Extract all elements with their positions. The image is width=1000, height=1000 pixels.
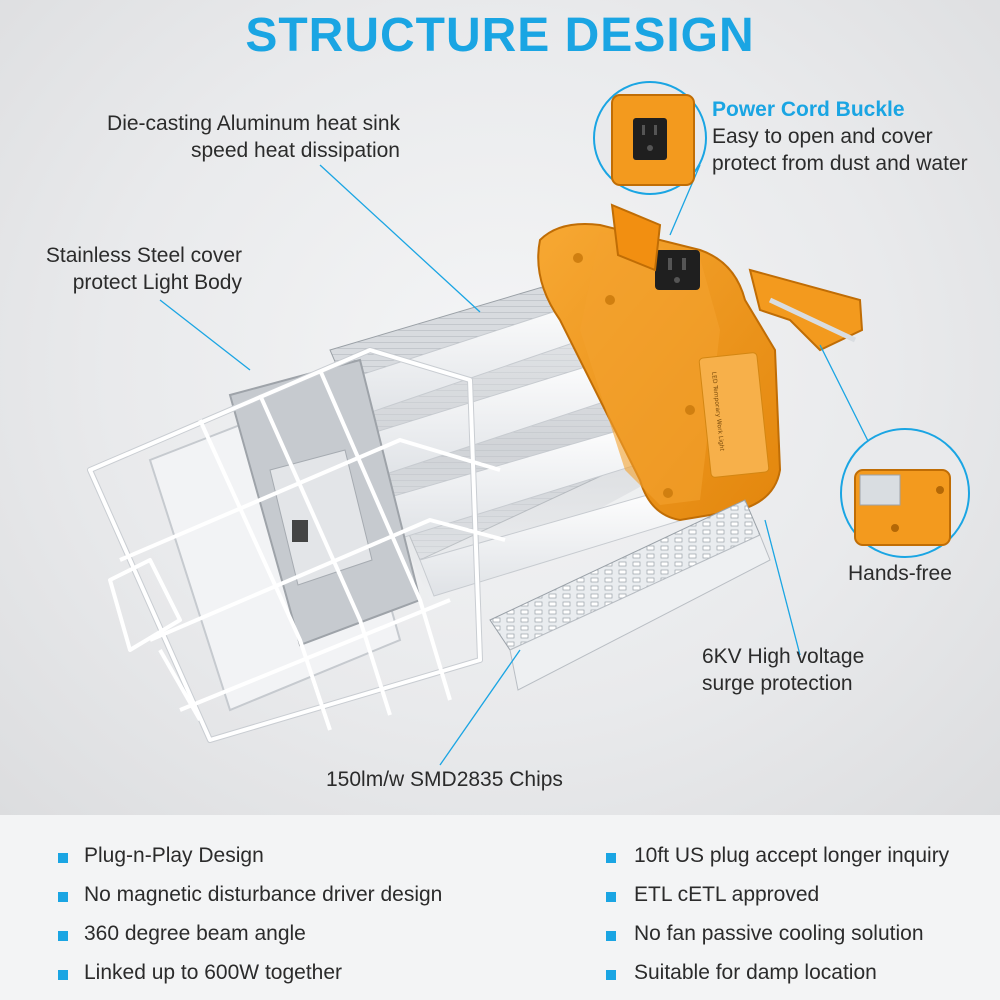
surge-line-2: surge protection: [702, 672, 853, 695]
cover-line-2: protect Light Body: [72, 271, 242, 294]
chips-label: 150lm/w SMD2835 Chips: [326, 768, 563, 791]
bullet-square-icon: [58, 970, 68, 980]
heat-sink-line-2: speed heat dissipation: [191, 139, 400, 162]
feature-left-2: No magnetic disturbance driver design: [84, 883, 443, 906]
buckle-line-2: protect from dust and water: [712, 152, 968, 175]
outlet-detail-icon: [593, 81, 707, 195]
hook-detail-icon: [840, 428, 970, 558]
feature-right-1: 10ft US plug accept longer inquiry: [634, 844, 950, 867]
feature-left-1: Plug-n-Play Design: [84, 844, 264, 867]
hands-free-label: Hands-free: [848, 562, 952, 585]
feature-left-4: Linked up to 600W together: [84, 961, 343, 984]
bullet-square-icon: [58, 931, 68, 941]
buckle-callout: Power Cord Buckle Easy to open and cover…: [712, 96, 968, 177]
led-work-light-product: LED Temporary Work Light: [87, 81, 970, 766]
heat-sink-callout: Die-casting Aluminum heat sink speed hea…: [60, 110, 400, 164]
surge-callout: 6KV High voltage surge protection: [702, 643, 864, 697]
feature-right-3: No fan passive cooling solution: [634, 922, 924, 945]
bullet-square-icon: [606, 892, 616, 902]
led-chip-strip: [489, 499, 771, 691]
feature-right-2: ETL cETL approved: [634, 883, 820, 906]
bullet-square-icon: [58, 853, 68, 863]
cover-line-1: Stainless Steel cover: [45, 244, 242, 267]
bullet-square-icon: [606, 853, 616, 863]
bullet-square-icon: [606, 970, 616, 980]
bullet-square-icon: [606, 931, 616, 941]
wire-cage: [87, 347, 506, 743]
orange-housing: LED Temporary Work Light: [537, 203, 864, 522]
surge-line-1: 6KV High voltage: [702, 645, 865, 668]
buckle-title: Power Cord Buckle: [712, 98, 905, 121]
feature-left-3: 360 degree beam angle: [84, 922, 306, 945]
page-title: STRUCTURE DESIGN: [245, 9, 755, 62]
heat-sink-line-1: Die-casting Aluminum heat sink: [107, 112, 400, 135]
feature-right-4: Suitable for damp location: [634, 961, 877, 984]
bullet-square-icon: [58, 892, 68, 902]
buckle-line-1: Easy to open and cover: [712, 125, 933, 148]
cover-callout: Stainless Steel cover protect Light Body: [0, 242, 242, 296]
features-panel: [0, 815, 1000, 1000]
